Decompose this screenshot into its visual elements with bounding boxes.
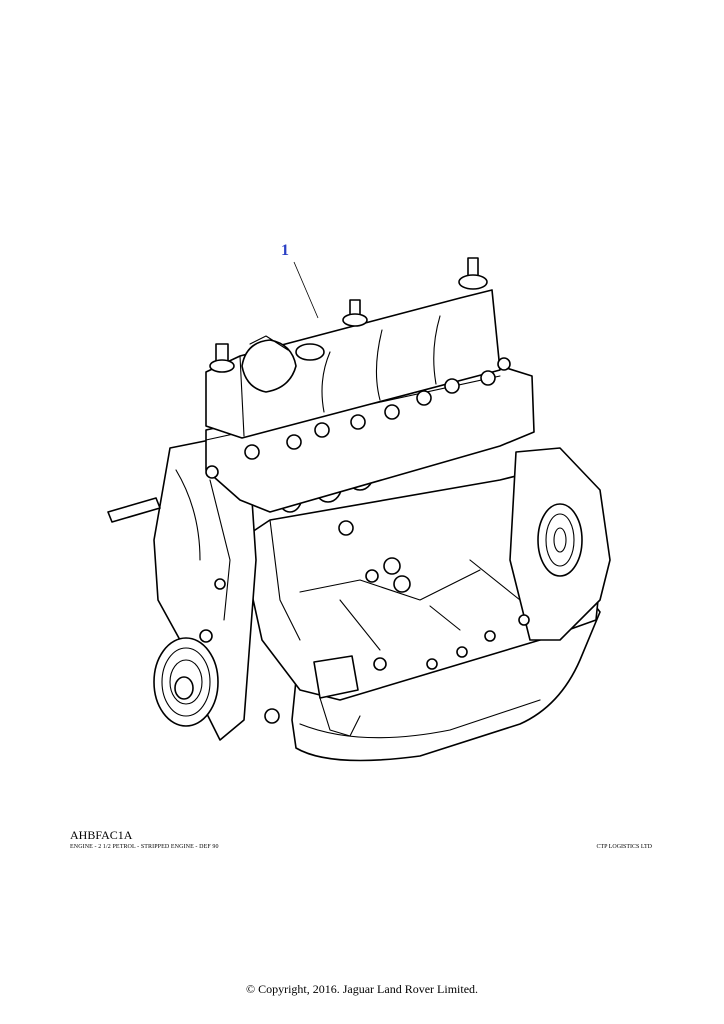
rocker-cover-studs (209, 257, 488, 373)
diagram-code: AHBFAC1A (70, 828, 133, 842)
cylinder-head (205, 365, 535, 513)
engine-mount-bracket (313, 655, 359, 699)
copyright-notice: © Copyright, 2016. Jaguar Land Rover Lim… (245, 982, 479, 996)
front-stud (107, 497, 161, 523)
flywheel-ring (537, 503, 583, 577)
cylinder-block (239, 469, 601, 701)
diagram-description: ENGINE - 2 1/2 PETROL - STRIPPED ENGINE … (70, 844, 219, 850)
callout-label[interactable]: 1 (281, 242, 289, 259)
head-bolts (199, 357, 530, 724)
company-name: CTP LOGISTICS LTD (596, 844, 652, 850)
oil-filler-cap (241, 339, 297, 393)
callout-leader-line (293, 261, 319, 319)
